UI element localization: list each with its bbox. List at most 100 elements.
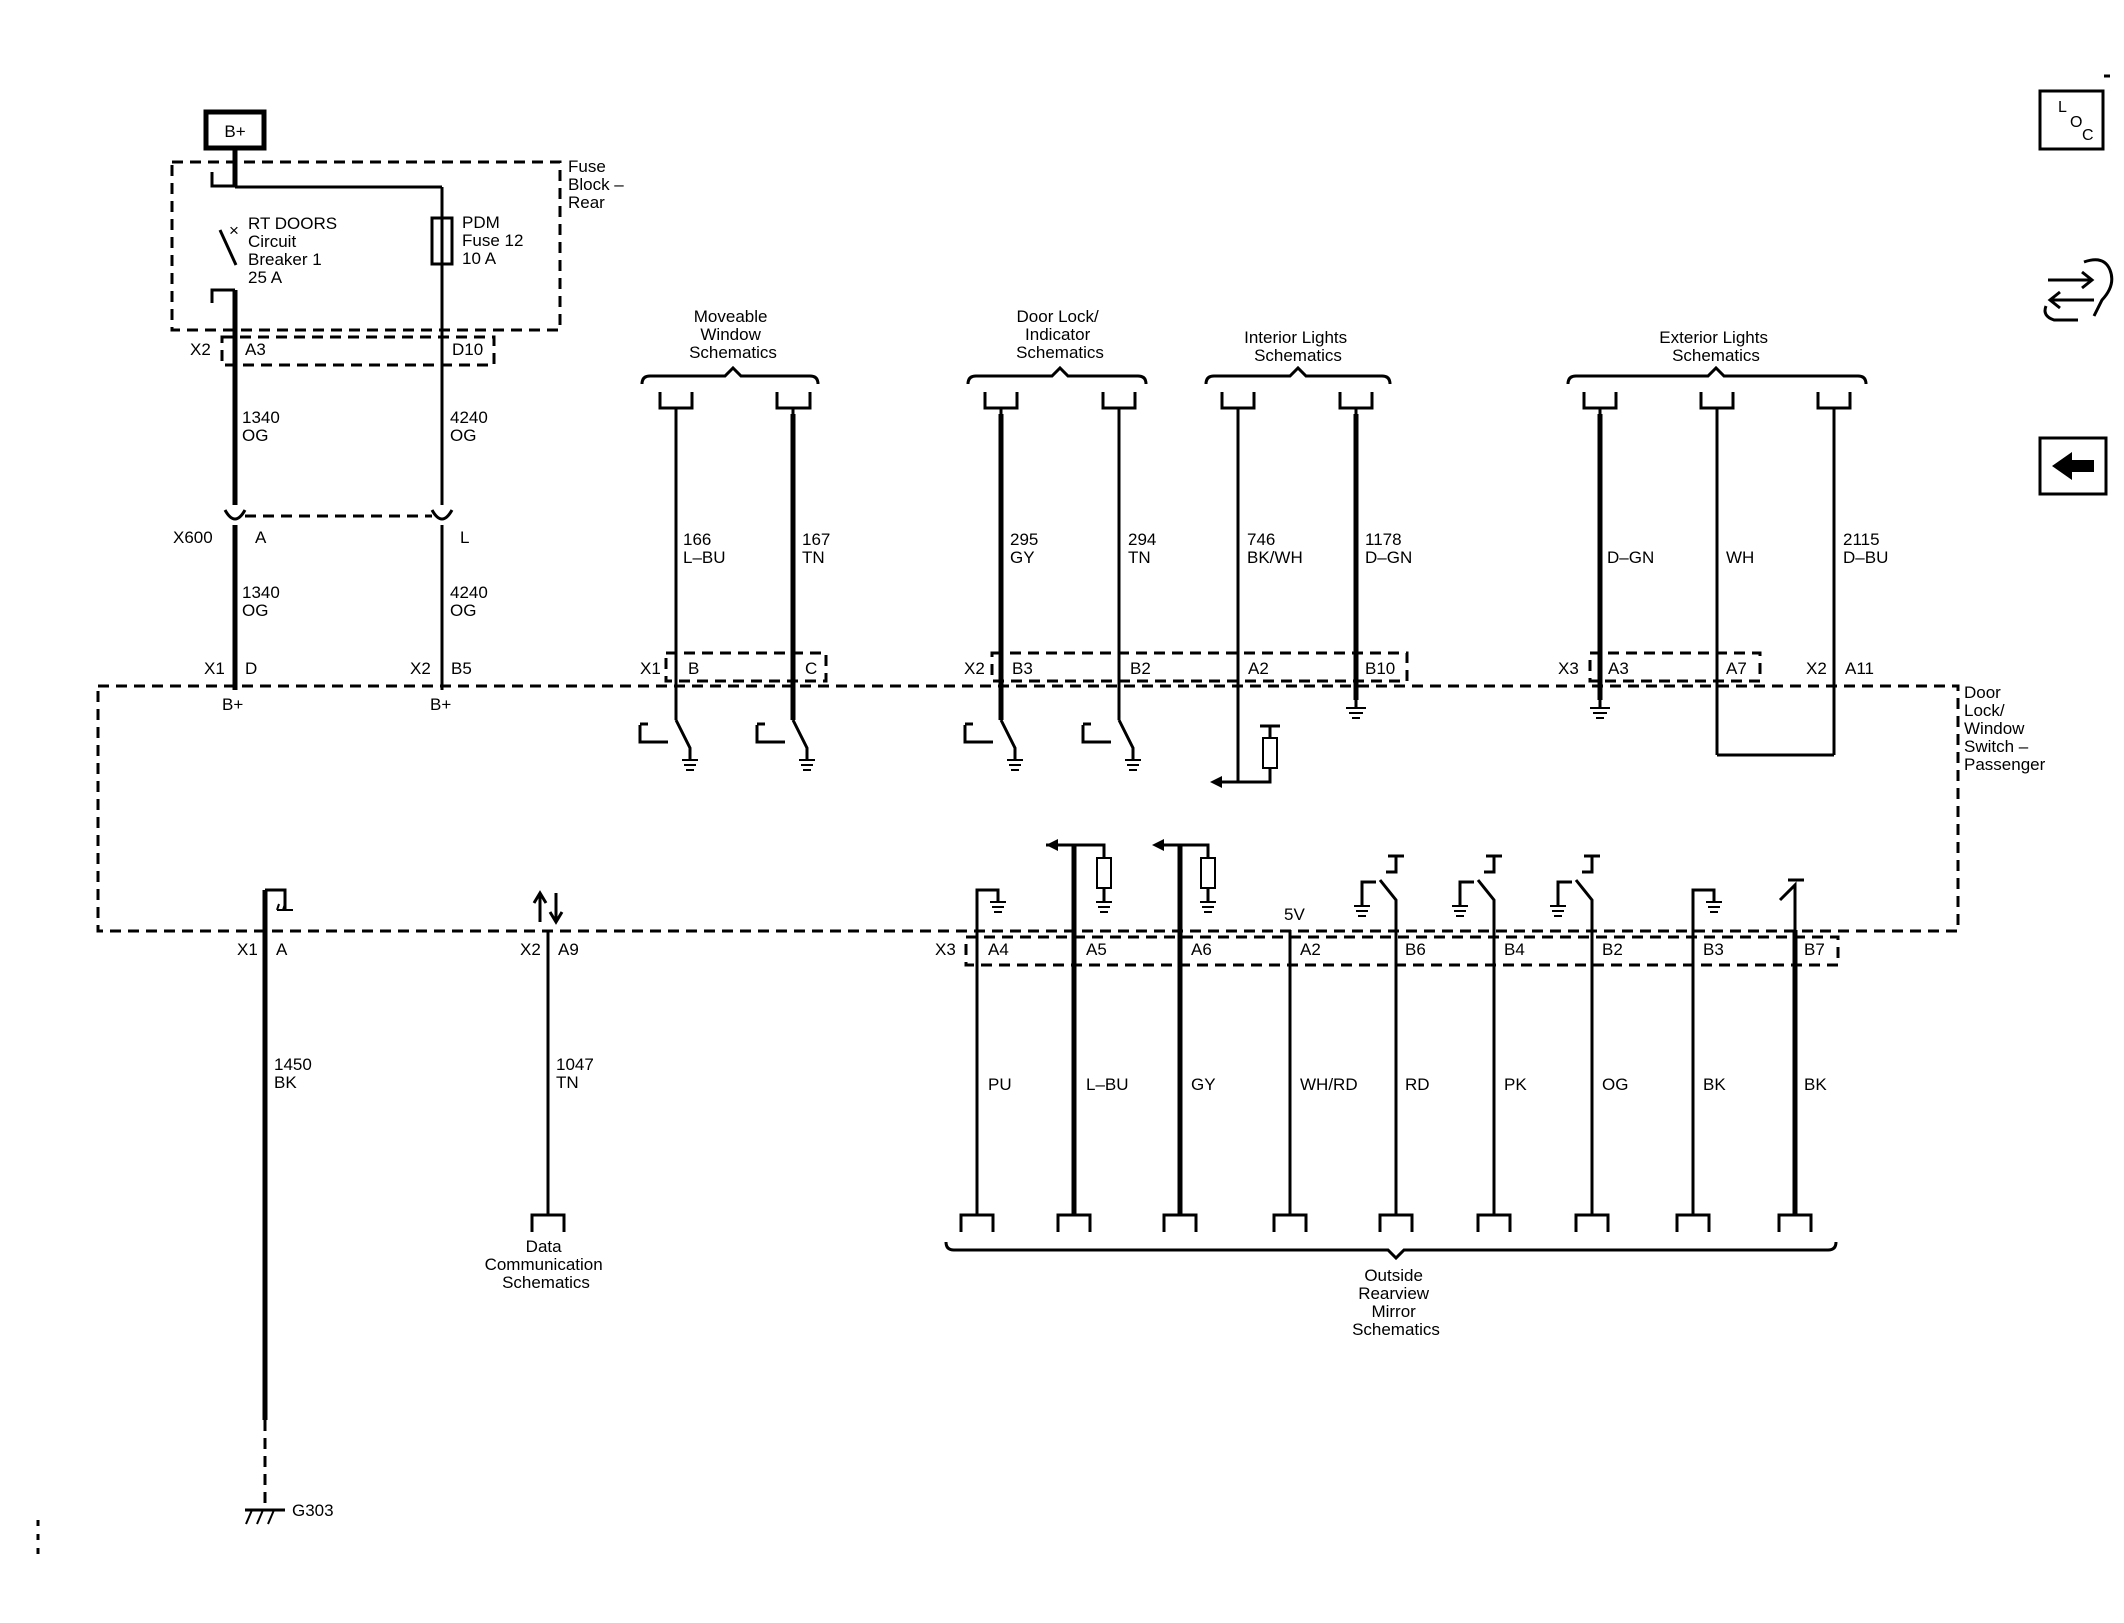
module-pin-x2-b5: B5	[451, 659, 472, 678]
ground-a3-icon	[1590, 700, 1610, 719]
x600-pin-l: L	[460, 528, 469, 547]
driver-a5	[1046, 839, 1112, 913]
pin-x2-a11: A11	[1845, 659, 1874, 678]
svg-text:×: ×	[229, 221, 239, 240]
battery-positive-source: B+	[203, 109, 267, 151]
pin-b7: B7	[1804, 940, 1825, 959]
svg-text:X2: X2	[1806, 659, 1827, 678]
fuse-pin-a3: A3	[245, 340, 266, 359]
svg-text:C: C	[2082, 127, 2094, 144]
fuse-connector-name: X2	[190, 340, 211, 359]
exterior-lights-schematics: Exterior Lights Schematics	[1659, 328, 1772, 365]
pin-x1-b: B	[688, 659, 699, 678]
ground-a4-icon	[975, 888, 1006, 930]
wire-wh-ext: WH	[1726, 548, 1754, 567]
switch-window-1	[638, 719, 698, 771]
driver-a6	[1152, 839, 1216, 913]
svg-text:L: L	[2058, 99, 2067, 116]
ground-b10-icon	[1346, 700, 1366, 719]
connector-view-icon[interactable]	[2043, 258, 2114, 322]
fuse-label: PDM Fuse 12 10 A	[462, 213, 528, 268]
moveable-window-schematics: Moveable Window Schematics	[689, 307, 777, 362]
switch-lock-2	[1081, 719, 1141, 771]
breaker-contact-top	[210, 172, 235, 188]
fuse-pin-d10: D10	[452, 340, 483, 359]
bidirectional-data-icon	[532, 890, 564, 925]
internal-switches-top	[638, 700, 1610, 788]
pin-a5: A5	[1086, 940, 1107, 959]
pin-b3: B3	[1012, 659, 1033, 678]
circuit-breaker-1	[218, 229, 238, 266]
svg-text:X1: X1	[640, 659, 661, 678]
pin-c: C	[805, 659, 817, 678]
door-lock-indicator-schematics: Door Lock/ Indicator Schematics	[1016, 307, 1104, 362]
pin-b10: B10	[1365, 659, 1395, 678]
pin-x1-a: A	[276, 940, 288, 959]
pin-a2-bottom: A2	[1300, 940, 1321, 959]
bottom-connector-x3: X3	[935, 940, 956, 959]
top-connector-brackets	[658, 392, 1852, 414]
module-pin-x1-d: D	[245, 659, 257, 678]
pin-a7: A7	[1726, 659, 1747, 678]
ground-g303-icon	[245, 1508, 285, 1525]
svg-text:X1: X1	[204, 659, 225, 678]
svg-text:X2: X2	[410, 659, 431, 678]
outside-rearview-mirror-schematics: Outside Rearview Mirror Schematics	[1352, 1266, 1440, 1339]
wire-og: OG	[1602, 1075, 1628, 1094]
pin-b2-bottom: B2	[1602, 940, 1623, 959]
x600-pin-a: A	[255, 528, 267, 547]
voltage-label: 5V	[1284, 905, 1305, 924]
arrow-left-icon	[2052, 452, 2094, 480]
svg-text:X2: X2	[964, 659, 985, 678]
wire-pk: PK	[1504, 1075, 1527, 1094]
ground-b3-icon	[1691, 888, 1722, 930]
pin-b2: B2	[1130, 659, 1151, 678]
back-arrow-button[interactable]	[2038, 436, 2108, 496]
corner-marks	[36, 74, 2110, 1554]
wire-l-bu: L–BU	[1086, 1075, 1129, 1094]
breaker-label: RT DOORS Circuit Breaker 1 25 A	[248, 214, 342, 287]
svg-text:O: O	[2070, 114, 2082, 131]
wire-bk-2: BK	[1804, 1075, 1827, 1094]
switch-lock-1	[963, 719, 1023, 771]
pin-b6: B6	[1405, 940, 1426, 959]
svg-text:B+: B+	[430, 695, 451, 714]
svg-text:X2: X2	[520, 940, 541, 959]
door-lock-window-switch-passenger: Door Lock/ Window Switch – Passenger	[96, 683, 2046, 933]
switch-b4	[1452, 854, 1502, 930]
battery-label: B+	[224, 122, 245, 141]
location-button[interactable]: L O C	[2038, 89, 2105, 151]
pin-x3-a3: A3	[1608, 659, 1629, 678]
inline-connector-x600: X600	[173, 528, 213, 547]
wire-d-gn-ext: D–GN	[1607, 548, 1654, 567]
switch-window-2	[755, 719, 815, 771]
fuse-block-name: Fuse Block – Rear	[568, 157, 628, 212]
wire-rd: RD	[1405, 1075, 1430, 1094]
switch-b6	[1354, 854, 1404, 930]
wire-pu: PU	[988, 1075, 1012, 1094]
wire-wh-rd: WH/RD	[1300, 1075, 1358, 1094]
mirror-circuits: X3 5V	[935, 839, 1840, 1339]
fuse-block-rear: Fuse Block – Rear × RT DOORS Circuit Bre…	[170, 148, 628, 367]
pin-a2: A2	[1248, 659, 1269, 678]
module-name: Door Lock/ Window Switch – Passenger	[1964, 683, 2046, 774]
data-communication-schematics: Data Communication Schematics	[485, 1237, 608, 1292]
pin-b3-bottom: B3	[1703, 940, 1724, 959]
wire-bk-1: BK	[1703, 1075, 1726, 1094]
